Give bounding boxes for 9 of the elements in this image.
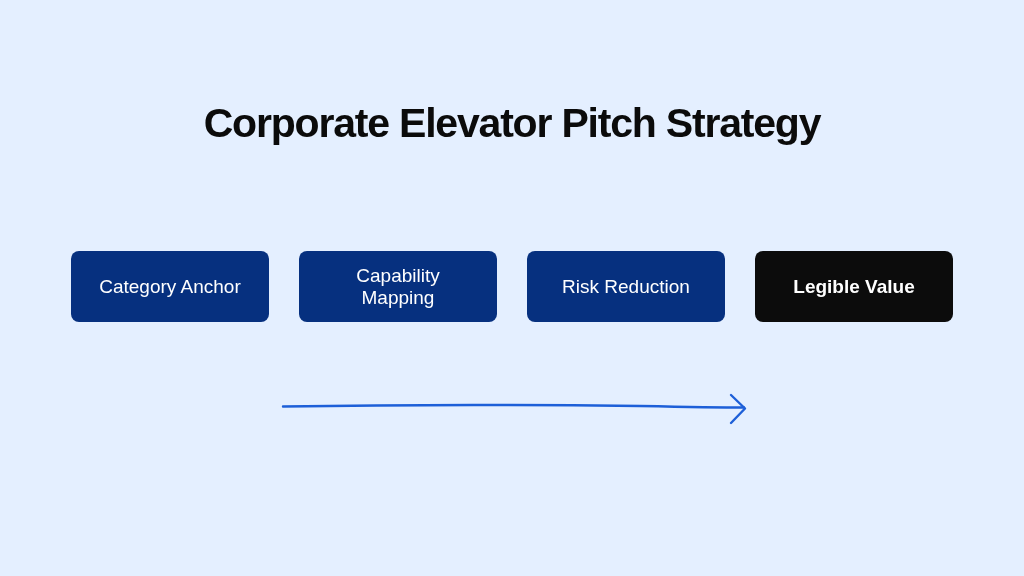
step-box	[527, 251, 725, 322]
step-label: Capability Mapping	[355, 264, 441, 309]
step-label: Category Anchor	[99, 275, 241, 298]
step-box	[71, 251, 269, 322]
highlight-step-box	[755, 251, 953, 322]
step-label: Risk Reduction	[562, 275, 690, 298]
step-box	[299, 251, 497, 322]
diagram-title: Corporate Elevator Pitch Strategy	[202, 100, 822, 147]
step-label: Legible Value	[793, 275, 915, 298]
